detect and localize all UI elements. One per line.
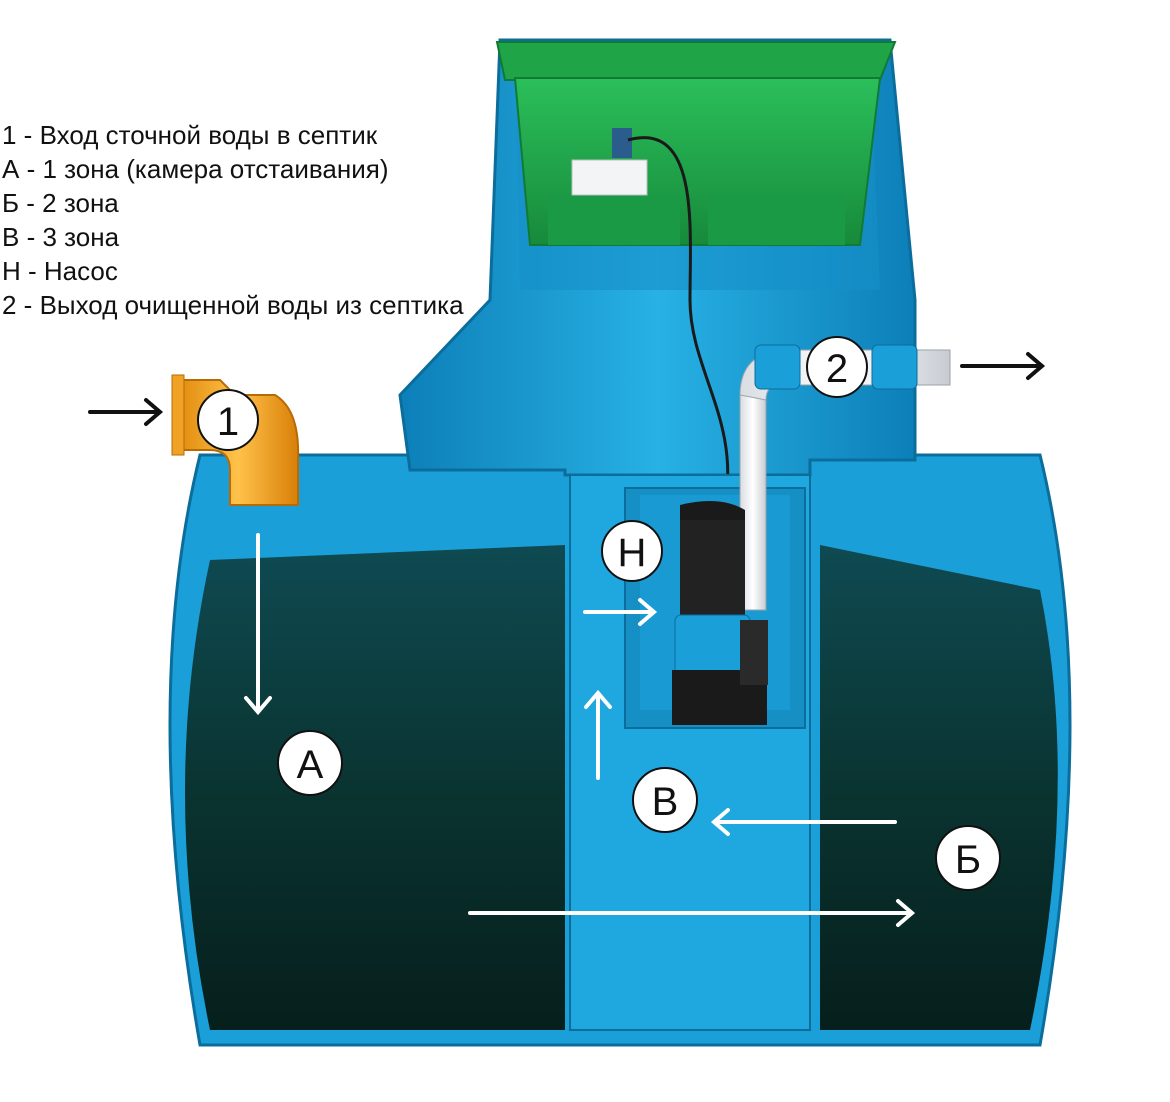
marker-zone-b: Б bbox=[935, 825, 1001, 891]
zone-a-water bbox=[185, 545, 565, 1030]
marker-zone-v-label: В bbox=[652, 780, 679, 824]
marker-pump: Н bbox=[601, 520, 663, 582]
marker-pump-label: Н bbox=[618, 531, 647, 575]
marker-outlet-label: 2 bbox=[826, 347, 848, 391]
external-arrows bbox=[88, 352, 1046, 426]
legend-item-inlet: 1 - Вход сточной воды в септик bbox=[2, 120, 378, 150]
marker-zone-b-label: Б bbox=[955, 838, 981, 882]
pump-cable bbox=[627, 136, 730, 506]
legend-item-pump: Н - Насос bbox=[2, 256, 118, 286]
marker-outlet: 2 bbox=[806, 336, 868, 398]
marker-inlet-label: 1 bbox=[217, 400, 239, 444]
legend-item-zone-b: Б - 2 зона bbox=[2, 188, 119, 218]
legend-item-zone-v: В - 3 зона bbox=[2, 222, 120, 252]
flow-arrows bbox=[244, 533, 916, 927]
marker-zone-v: В bbox=[632, 767, 698, 833]
control-box-icon bbox=[571, 128, 648, 196]
zone-b-water bbox=[820, 545, 1058, 1030]
legend-item-outlet: 2 - Выход очищенной воды из септика bbox=[2, 290, 464, 320]
green-lid bbox=[495, 41, 897, 81]
marker-inlet: 1 bbox=[197, 389, 259, 451]
legend: 1 - Вход сточной воды в септик А - 1 зон… bbox=[2, 118, 472, 322]
submersible-pump-icon bbox=[672, 501, 768, 725]
legend-item-zone-a: А - 1 зона (камера отстаивания) bbox=[2, 154, 389, 184]
marker-zone-a: А bbox=[277, 730, 343, 796]
marker-zone-a-label: А bbox=[297, 743, 324, 787]
